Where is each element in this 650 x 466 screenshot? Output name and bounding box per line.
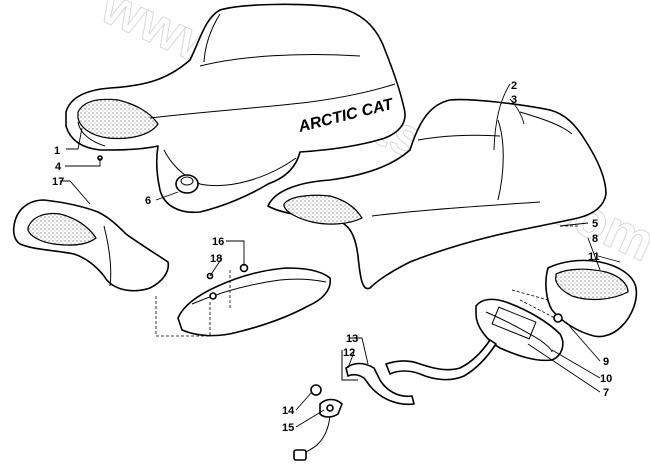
rear-bracket <box>177 263 332 337</box>
callout-15: 15 <box>282 422 294 434</box>
callout-9: 9 <box>603 356 609 368</box>
callout-5: 5 <box>592 218 598 230</box>
assembly-lines <box>155 225 580 337</box>
callout-17: 17 <box>52 176 64 188</box>
callout-13: 13 <box>346 333 358 345</box>
callout-18: 18 <box>210 253 222 265</box>
callout-4: 4 <box>55 161 62 173</box>
callout-11: 11 <box>588 251 600 263</box>
seat-front: ARCTIC CAT <box>65 3 406 214</box>
callout-7: 7 <box>603 387 609 399</box>
leader-lines <box>60 83 621 428</box>
callout-16: 16 <box>212 236 224 248</box>
seat-rear <box>267 98 607 290</box>
wiring-harness <box>293 339 497 461</box>
side-panel <box>12 199 170 292</box>
callout-10: 10 <box>600 373 612 385</box>
callout-14: 14 <box>282 405 295 417</box>
callouts: 1 2 3 4 5 6 7 8 9 10 11 12 13 14 15 16 1… <box>52 80 612 434</box>
callout-12: 12 <box>343 347 355 359</box>
callout-3: 3 <box>511 94 517 106</box>
callout-8: 8 <box>592 233 598 245</box>
callout-6: 6 <box>145 195 151 207</box>
fasteners <box>97 155 563 418</box>
taillight-housing <box>545 259 638 338</box>
seat-knob <box>175 174 199 194</box>
callout-1: 1 <box>54 145 60 157</box>
callout-2: 2 <box>511 80 517 92</box>
